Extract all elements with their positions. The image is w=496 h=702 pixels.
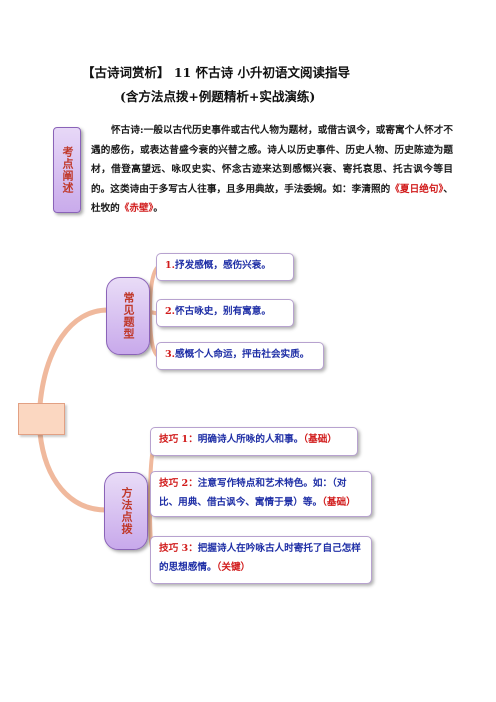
skill-item-1: 技巧 1：明确诗人所咏的人和事。（基础）	[150, 427, 358, 456]
intro-sep: 、杜牧的	[91, 183, 453, 215]
intro-text: 怀古诗:一般以古代历史事件或古代人物为题材，或借古讽今，或寄寓个人怀才不遇的感伤…	[91, 125, 453, 195]
type-item-2: 2.怀古咏史，别有寓意。	[156, 299, 294, 327]
intro-end: 。	[153, 203, 163, 214]
type-item-3: 3.感慨个人命运，抨击社会实质。	[156, 342, 324, 370]
kaodian-label: 考点阐述	[61, 146, 74, 194]
mindmap-root	[18, 403, 65, 435]
kaodian-badge: 考点阐述	[53, 127, 81, 213]
skill-item-3: 技巧 3：把握诗人在吟咏古人时寄托了自己怎样的思想感情。（关键）	[150, 536, 372, 584]
category-methods-label: 方法点拨	[120, 487, 133, 535]
category-types: 常见题型	[106, 277, 150, 355]
skill-item-2: 技巧 2：注意写作特点和艺术特色。如：（对比、用典、借古讽今、寓情于景）等。（基…	[150, 471, 372, 517]
type-item-1: 1.抒发感慨，感伤兴衰。	[156, 253, 294, 281]
intro-paragraph: 怀古诗:一般以古代历史事件或古代人物为题材，或借古讽今，或寄寓个人怀才不遇的感伤…	[91, 121, 453, 219]
title-line-2: (含方法点拨+例题精析+实战演练)	[120, 89, 316, 104]
title-line-1: 【古诗词赏析】 11 怀古诗 小升初语文阅读指导	[82, 65, 350, 80]
poem-title-1: 《夏日绝句》	[390, 183, 444, 195]
category-methods: 方法点拨	[104, 472, 148, 550]
category-types-label: 常见题型	[122, 292, 135, 340]
poem-title-2: 《赤壁》	[119, 203, 154, 214]
